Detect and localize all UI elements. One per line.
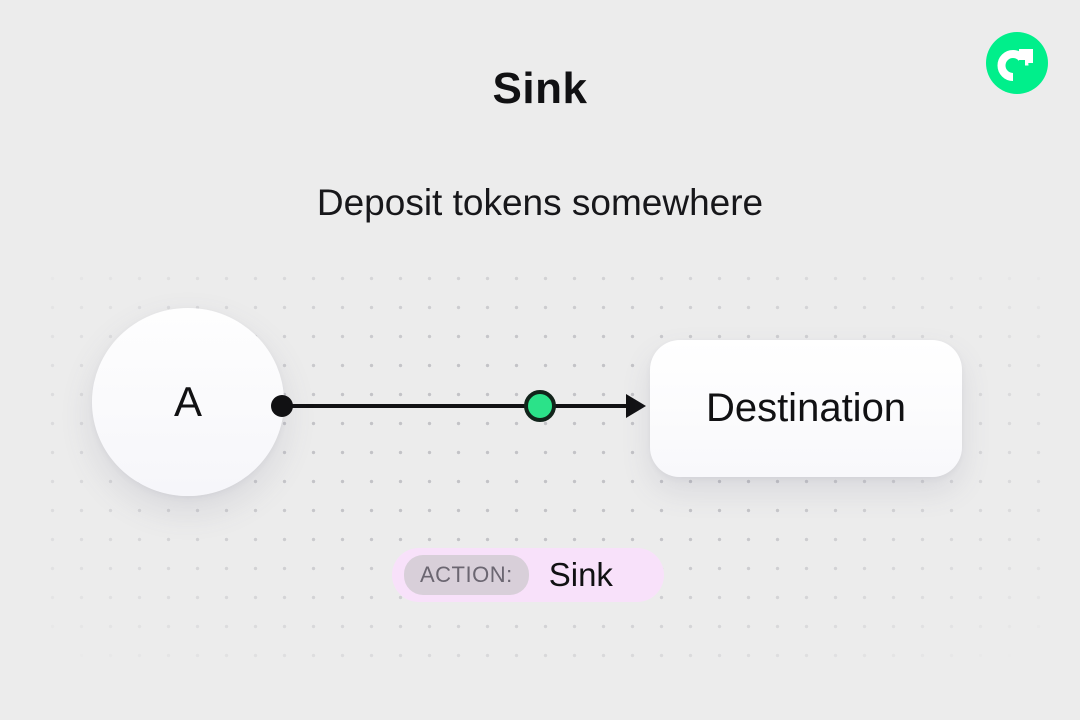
source-node: A — [92, 308, 284, 496]
connector-line — [282, 404, 630, 408]
action-badge: ACTION: Sink — [392, 548, 664, 602]
token-dot-icon — [524, 390, 556, 422]
destination-node-label: Destination — [705, 386, 907, 430]
flow-logo-icon — [986, 32, 1048, 94]
source-node-label: A — [173, 378, 202, 425]
action-label: ACTION: — [404, 555, 529, 595]
page-title: Sink — [492, 64, 588, 113]
destination-node: Destination — [650, 340, 962, 477]
arrowhead-icon — [626, 394, 646, 418]
page-subtitle: Deposit tokens somewhere — [316, 182, 764, 223]
action-value: Sink — [548, 556, 613, 593]
connector-start-dot — [271, 395, 293, 417]
